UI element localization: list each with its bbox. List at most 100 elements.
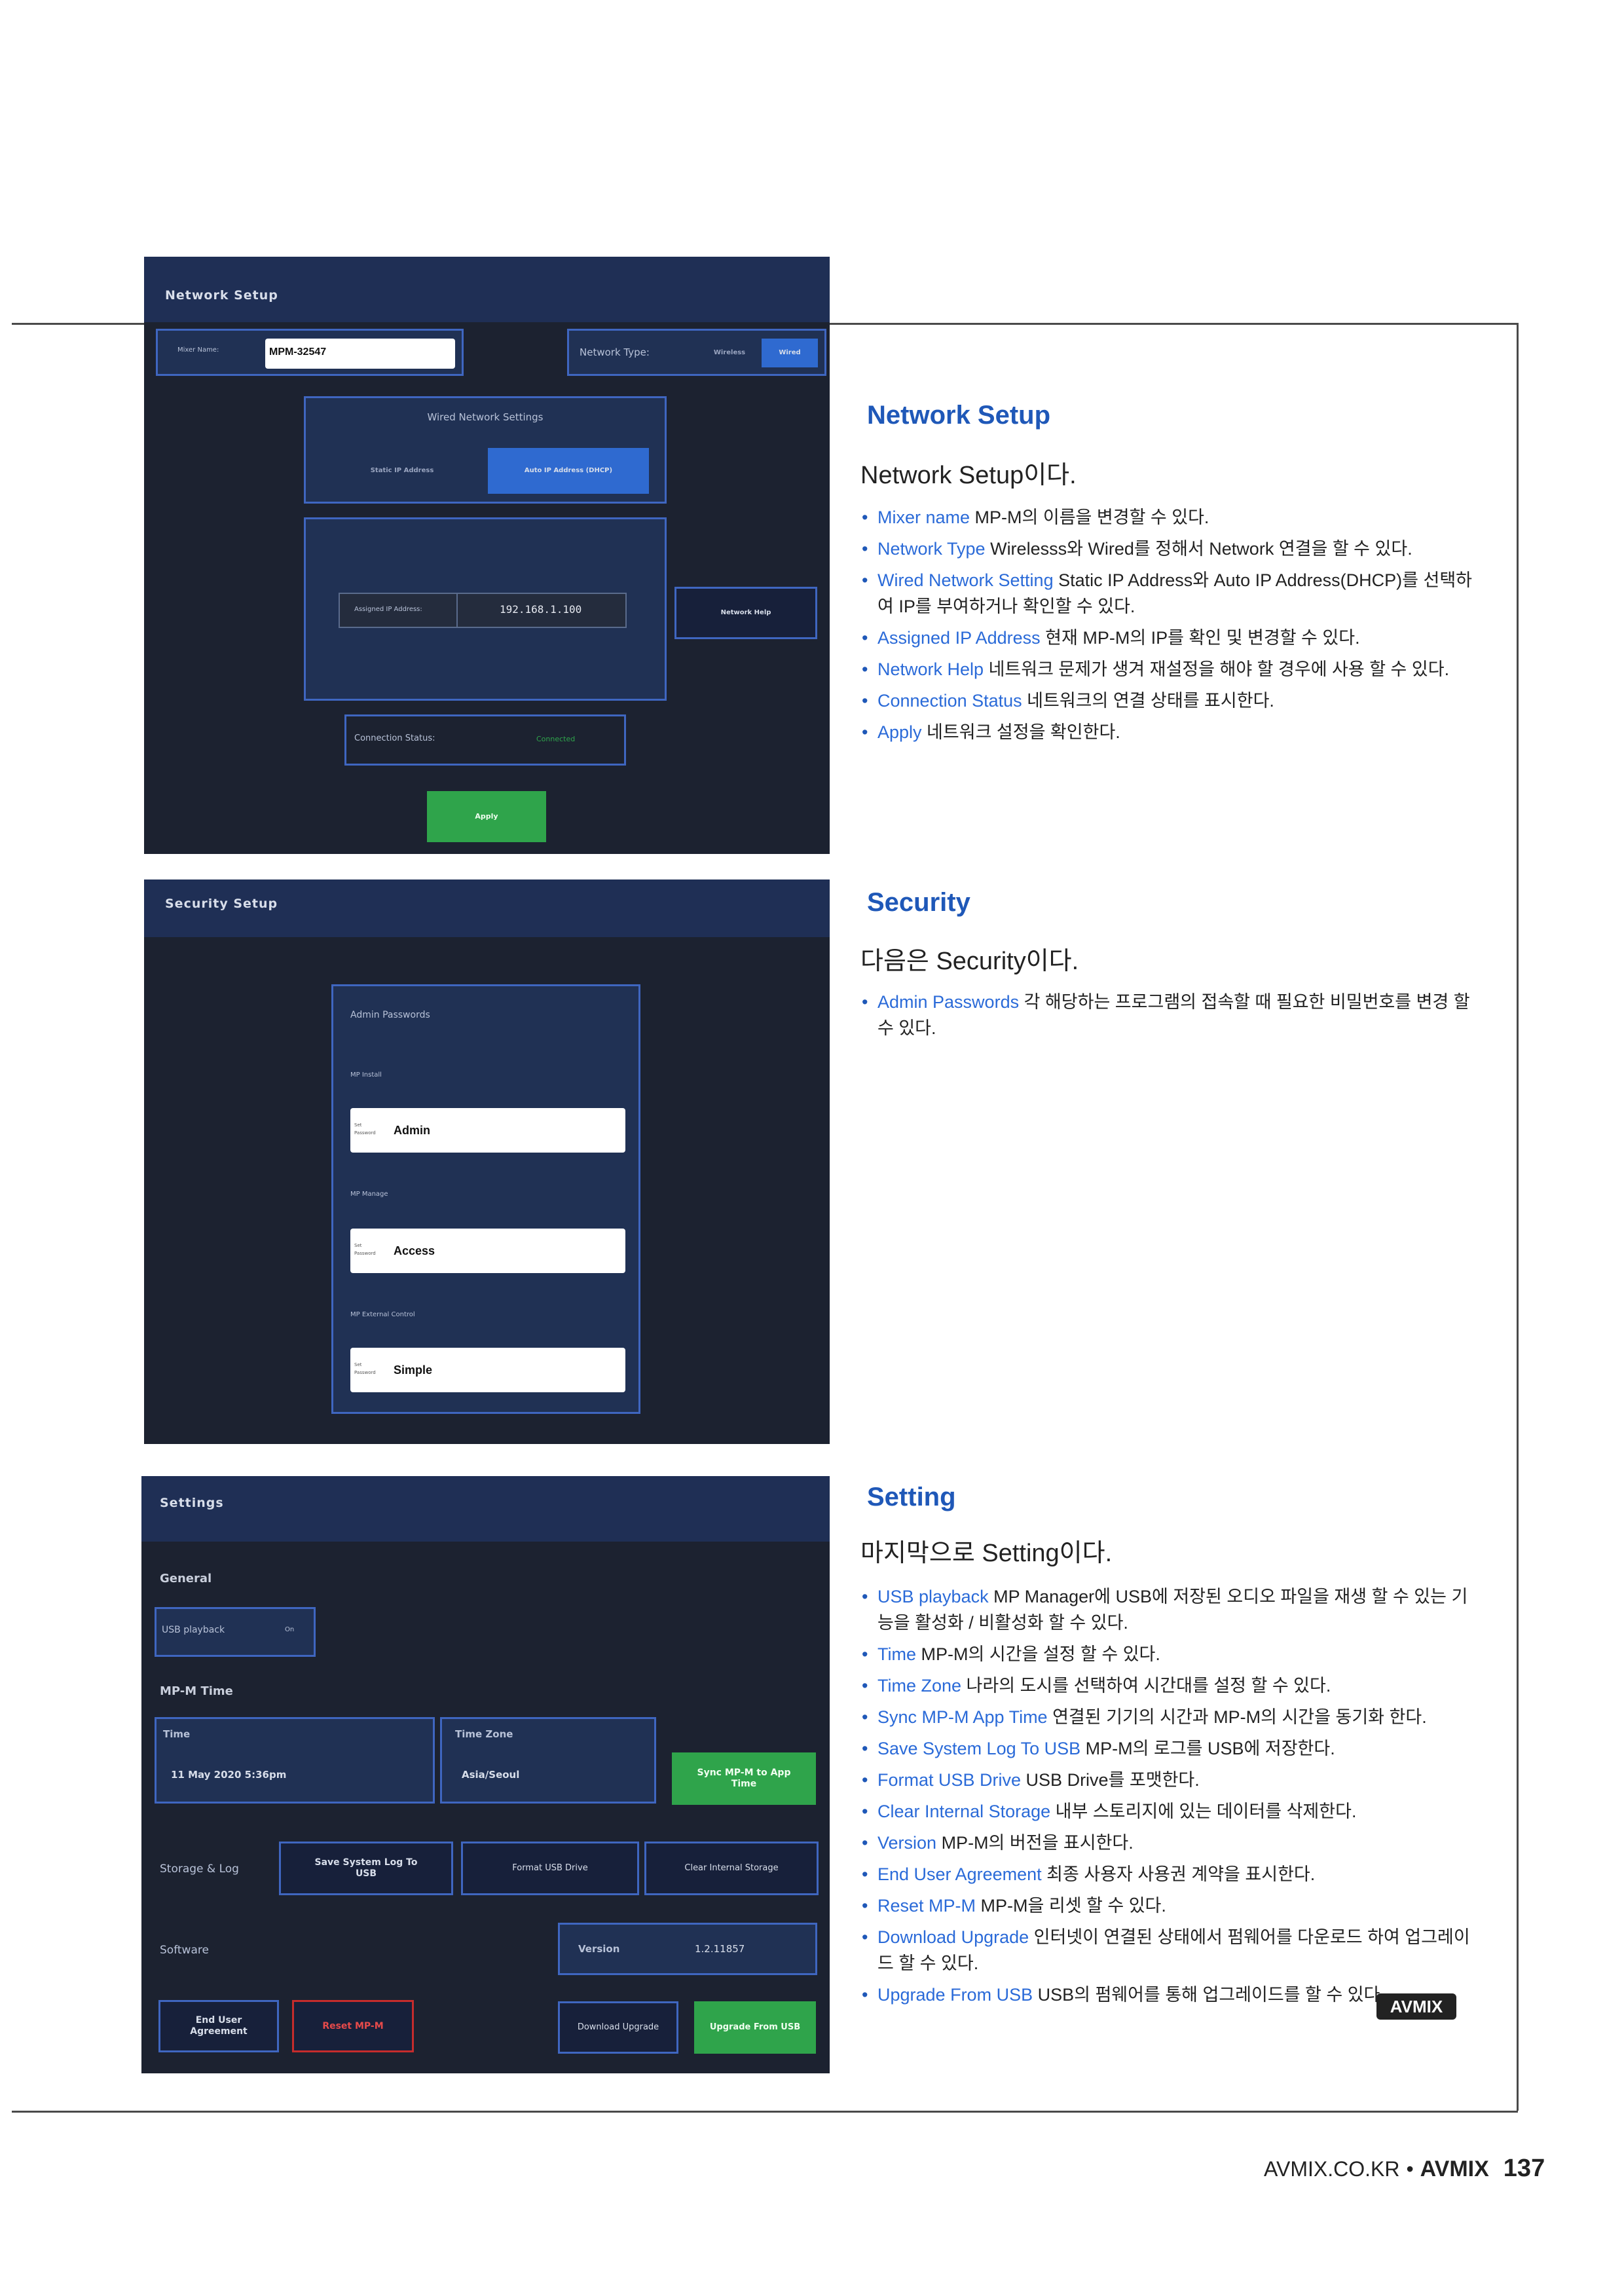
- apply-button[interactable]: Apply: [427, 791, 546, 842]
- security-titlebar: [144, 880, 830, 937]
- type-wireless-button[interactable]: Wireless: [713, 349, 746, 356]
- format-usb-button[interactable]: Format USB Drive: [461, 1842, 639, 1895]
- setting-lead: 마지막으로 Setting이다.: [860, 1540, 1113, 1567]
- version-box: Version 1.2.11857: [558, 1923, 817, 1975]
- mixer-name-label: Mixer Name:: [177, 346, 219, 354]
- setting-bullet-text: 인터넷이 연결된 상태에서 펌웨어를 다운로드 하여 업그레이드 할 수 있다.: [877, 1927, 1470, 1973]
- mp-external-control-label: MP External Control: [350, 1311, 415, 1318]
- usb-playback-state: On: [285, 1626, 295, 1633]
- setting-bullet-item: USB playback MP Manager에 USB에 저장된 오디오 파일…: [862, 1583, 1484, 1636]
- setting-bullet-text: 나라의 도시를 선택하여 시간대를 설정 할 수 있다.: [961, 1676, 1331, 1695]
- network-type-label: Network Type:: [580, 346, 650, 358]
- setting-bullet-text: 연결된 기기의 시간과 MP-M의 시간을 동기화 한다.: [1047, 1707, 1427, 1727]
- time-box[interactable]: Time 11 May 2020 5:36pm: [155, 1717, 435, 1804]
- clear-storage-button[interactable]: Clear Internal Storage: [644, 1842, 819, 1895]
- setting-bullet-term: Format USB Drive: [877, 1770, 1022, 1790]
- mp-external-control-password-field[interactable]: Set Password Simple: [350, 1348, 625, 1392]
- auto-ip-button[interactable]: Auto IP Address (DHCP): [488, 448, 649, 494]
- security-panel-title: Security Setup: [165, 897, 278, 911]
- time-label: Time: [163, 1728, 191, 1740]
- usb-playback-toggle[interactable]: USB playback On: [155, 1607, 316, 1657]
- network-bullet-list: Mixer name MP-M의 이름을 변경할 수 있다.Network Ty…: [862, 504, 1477, 750]
- sync-time-button[interactable]: Sync MP-M to App Time: [672, 1752, 816, 1805]
- setting-bullet-term: Sync MP-M App Time: [877, 1707, 1048, 1727]
- security-bullet-term: Admin Passwords: [877, 992, 1020, 1012]
- reset-mpm-button[interactable]: Reset MP-M: [292, 2000, 414, 2052]
- upgrade-from-usb-button[interactable]: Upgrade From USB: [694, 2001, 816, 2054]
- network-bullet-term: Network Type: [877, 539, 986, 559]
- network-bullet-term: Connection Status: [877, 691, 1022, 711]
- connection-status-value: Connected: [536, 735, 576, 743]
- setting-bullet-term: USB playback: [877, 1587, 989, 1606]
- setting-bullet-item: Reset MP-M MP-M을 리셋 할 수 있다.: [862, 1893, 1484, 1919]
- mp-manage-password-value: Access: [394, 1244, 435, 1257]
- mp-install-password-field[interactable]: Set Password Admin: [350, 1108, 625, 1153]
- network-bullet-item: Apply 네트워크 설정을 확인한다.: [862, 719, 1477, 745]
- security-bullet-text: 각 해당하는 프로그램의 접속할 때 필요한 비밀번호를 변경 할 수 있다.: [877, 992, 1470, 1038]
- mp-external-set-password-label: Set Password: [354, 1362, 376, 1375]
- network-bullet-item: Network Type Wirelesss와 Wired를 정해서 Netwo…: [862, 536, 1477, 562]
- network-bullet-text: 네트워크 설정을 확인한다.: [921, 722, 1120, 742]
- mixer-name-input[interactable]: MPM-32547: [265, 339, 455, 369]
- type-wired-button[interactable]: Wired: [762, 339, 818, 367]
- storage-log-label: Storage & Log: [160, 1862, 239, 1876]
- network-panel-title: Network Setup: [165, 288, 278, 303]
- setting-bullet-term: Download Upgrade: [877, 1927, 1029, 1947]
- wired-settings-title: Wired Network Settings: [427, 411, 544, 423]
- timezone-box[interactable]: Time Zone Asia/Seoul: [440, 1717, 656, 1804]
- save-system-log-button[interactable]: Save System Log To USB: [279, 1842, 453, 1895]
- assigned-ip-input[interactable]: 192.168.1.100: [456, 594, 625, 627]
- footer-site[interactable]: AVMIX.CO.KR: [1264, 2157, 1400, 2181]
- security-setup-panel: Security Setup Admin Passwords MP Instal…: [144, 880, 830, 1444]
- security-heading: Security: [867, 888, 970, 917]
- setting-bullet-term: Version: [877, 1833, 937, 1853]
- settings-titlebar: [141, 1476, 830, 1542]
- setting-bullet-item: Upgrade From USB USB의 펌웨어를 통해 업그레이드를 할 수…: [862, 1982, 1484, 2008]
- network-lead: Network Setup이다.: [860, 462, 1077, 489]
- network-bullet-item: Wired Network Setting Static IP Address와…: [862, 567, 1477, 620]
- static-ip-button[interactable]: Static IP Address: [370, 467, 434, 474]
- setting-bullet-item: Format USB Drive USB Drive를 포맷한다.: [862, 1767, 1484, 1793]
- setting-bullet-item: Download Upgrade 인터넷이 연결된 상태에서 펌웨어를 다운로드…: [862, 1924, 1484, 1976]
- avmix-inline-logo: AVMIX: [1376, 1993, 1456, 2020]
- setting-bullet-term: Save System Log To USB: [877, 1739, 1081, 1758]
- settings-panel-title: Settings: [160, 1496, 224, 1510]
- setting-bullet-item: Time MP-M의 시간을 설정 할 수 있다.: [862, 1641, 1484, 1667]
- connection-status-label: Connection Status:: [354, 733, 435, 743]
- network-help-button[interactable]: Network Help: [674, 587, 817, 639]
- network-bullet-text: 네트워크 문제가 생겨 재설정을 해야 할 경우에 사용 할 수 있다.: [984, 659, 1450, 679]
- mixer-name-value: MPM-32547: [269, 346, 327, 358]
- mpm-time-label: MP-M Time: [160, 1684, 233, 1698]
- admin-passwords-box: Admin Passwords MP Install Set Password …: [331, 984, 640, 1414]
- footer-page-number: 137: [1503, 2155, 1545, 2182]
- setting-bullet-text: MP-M의 시간을 설정 할 수 있다.: [916, 1644, 1160, 1664]
- network-bullet-term: Mixer name: [877, 508, 970, 527]
- software-label: Software: [160, 1944, 209, 1957]
- usb-playback-label: USB playback: [162, 1625, 225, 1635]
- mp-install-set-password-label: Set Password: [354, 1122, 376, 1136]
- wired-settings-box: Wired Network Settings Static IP Address…: [304, 396, 667, 504]
- network-type-box: Network Type: Wireless Wired: [567, 329, 826, 376]
- network-bullet-term: Wired Network Setting: [877, 570, 1054, 590]
- security-lead: 다음은 Security이다.: [860, 948, 1079, 975]
- settings-panel: Settings General USB playback On MP-M Ti…: [141, 1476, 830, 2073]
- setting-bullet-text: USB Drive를 포맷한다.: [1021, 1770, 1200, 1790]
- timezone-label: Time Zone: [455, 1728, 513, 1740]
- setting-bullet-item: Clear Internal Storage 내부 스토리지에 있는 데이터를 …: [862, 1798, 1484, 1824]
- network-bullet-item: Connection Status 네트워크의 연결 상태를 표시한다.: [862, 688, 1477, 714]
- version-value: 1.2.11857: [695, 1943, 745, 1955]
- setting-bullet-list: USB playback MP Manager에 USB에 저장된 오디오 파일…: [862, 1583, 1484, 2013]
- mp-manage-password-field[interactable]: Set Password Access: [350, 1229, 625, 1273]
- mp-external-control-password-value: Simple: [394, 1363, 433, 1377]
- download-upgrade-button[interactable]: Download Upgrade: [558, 2001, 678, 2054]
- setting-bullet-term: Time Zone: [877, 1676, 962, 1695]
- network-bullet-term: Apply: [877, 722, 922, 742]
- setting-bullet-item: Time Zone 나라의 도시를 선택하여 시간대를 설정 할 수 있다.: [862, 1673, 1484, 1699]
- setting-bullet-term: Reset MP-M: [877, 1896, 976, 1916]
- mp-manage-set-password-label: Set Password: [354, 1243, 376, 1256]
- network-heading: Network Setup: [867, 401, 1051, 430]
- assigned-ip-box: Assigned IP Address: 192.168.1.100: [304, 517, 667, 701]
- version-label: Version: [578, 1943, 620, 1955]
- bottom-rule: [12, 2111, 1518, 2113]
- end-user-agreement-button[interactable]: End User Agreement: [158, 2000, 279, 2052]
